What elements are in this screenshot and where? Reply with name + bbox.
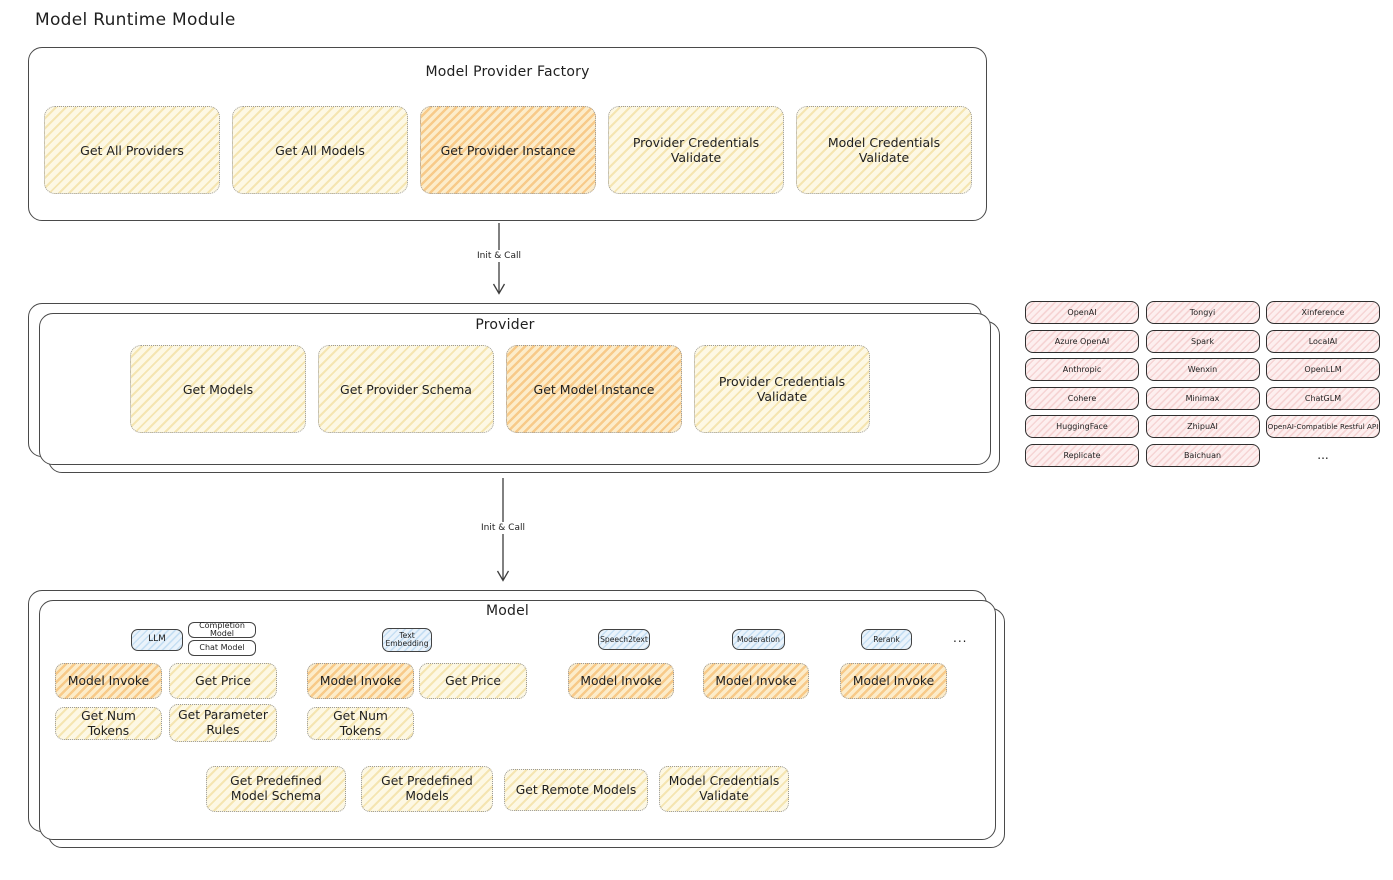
op-get-all-models: Get All Models (232, 106, 408, 194)
tag-llm: LLM (131, 629, 183, 651)
provider-title: Provider (475, 317, 535, 333)
op-get-price-embedding: Get Price (419, 663, 527, 699)
page-title: Model Runtime Module (35, 10, 236, 30)
op-get-provider-schema: Get Provider Schema (318, 345, 494, 433)
op-model-invoke-moderation: Model Invoke (703, 663, 809, 699)
op-get-predefined-model-schema: Get Predefined Model Schema (206, 766, 346, 812)
op-model-credentials-validate: Model Credentials Validate (796, 106, 972, 194)
arrow-factory-to-provider: Init & Call (474, 223, 524, 297)
provider-openai: OpenAI (1025, 301, 1139, 324)
provider-xinference: Xinference (1266, 301, 1380, 324)
op-get-num-tokens-llm: Get Num Tokens (55, 707, 162, 740)
op-get-num-tokens-embedding: Get Num Tokens (307, 707, 414, 740)
provider-anthropic: Anthropic (1025, 358, 1139, 381)
provider-grid-ellipsis: ... (1317, 448, 1329, 462)
provider-name-grid: OpenAI Tongyi Xinference Azure OpenAI Sp… (1025, 301, 1380, 467)
provider-replicate: Replicate (1025, 443, 1139, 467)
op-provider-credentials-validate: Provider Credentials Validate (608, 106, 784, 194)
provider-openai-compatible: OpenAI-Compatible Restful API (1266, 415, 1380, 438)
op-get-provider-instance: Get Provider Instance (420, 106, 596, 194)
op-get-remote-models: Get Remote Models (504, 769, 648, 811)
arrow1-label: Init & Call (474, 250, 524, 262)
tag-text-embedding: Text Embedding (382, 628, 432, 652)
op-get-models: Get Models (130, 345, 306, 433)
tag-moderation: Moderation (732, 629, 785, 650)
arrow2-label: Init & Call (478, 522, 528, 534)
provider-panel: Provider Get Models Get Provider Schema … (28, 303, 982, 457)
arrow-provider-to-model: Init & Call (478, 478, 528, 584)
model-tags-ellipsis: ... (953, 631, 968, 645)
tag-chat-model: Chat Model (188, 640, 256, 656)
tag-speech2text: Speech2text (598, 629, 650, 650)
op-get-price-llm: Get Price (169, 663, 277, 699)
provider-baichuan: Baichuan (1145, 443, 1260, 467)
provider-spark: Spark (1145, 329, 1260, 353)
op-get-model-instance: Get Model Instance (506, 345, 682, 433)
op-model-credentials-validate-2: Model Credentials Validate (659, 766, 789, 812)
op-model-invoke-rerank: Model Invoke (840, 663, 947, 699)
model-panel: Model LLM Completion Model Chat Model Te… (28, 590, 987, 832)
factory-panel: Model Provider Factory Get All Providers… (28, 47, 987, 221)
provider-openllm: OpenLLM (1266, 358, 1380, 381)
op-provider-credentials-validate-2: Provider Credentials Validate (694, 345, 870, 433)
provider-chatglm: ChatGLM (1266, 386, 1380, 410)
provider-ops-row: Get Models Get Provider Schema Get Model… (130, 345, 870, 433)
model-title: Model (485, 603, 530, 619)
provider-minimax: Minimax (1145, 386, 1260, 410)
op-model-invoke-embedding: Model Invoke (307, 663, 414, 699)
factory-title: Model Provider Factory (425, 64, 590, 80)
op-get-parameter-rules: Get Parameter Rules (169, 704, 277, 742)
op-get-all-providers: Get All Providers (44, 106, 220, 194)
provider-zhipuai: ZhipuAI (1145, 415, 1260, 438)
provider-tongyi: Tongyi (1145, 301, 1260, 324)
provider-huggingface: HuggingFace (1025, 415, 1139, 438)
op-get-predefined-models: Get Predefined Models (361, 766, 493, 812)
provider-localai: LocalAI (1266, 329, 1380, 353)
op-model-invoke-llm: Model Invoke (55, 663, 162, 699)
provider-wenxin: Wenxin (1145, 358, 1260, 381)
op-model-invoke-speech2text: Model Invoke (568, 663, 674, 699)
tag-rerank: Rerank (861, 629, 912, 650)
tag-completion-model: Completion Model (188, 621, 256, 638)
factory-ops-row: Get All Providers Get All Models Get Pro… (44, 106, 972, 194)
provider-azure-openai: Azure OpenAI (1025, 329, 1139, 353)
provider-cohere: Cohere (1025, 386, 1139, 410)
